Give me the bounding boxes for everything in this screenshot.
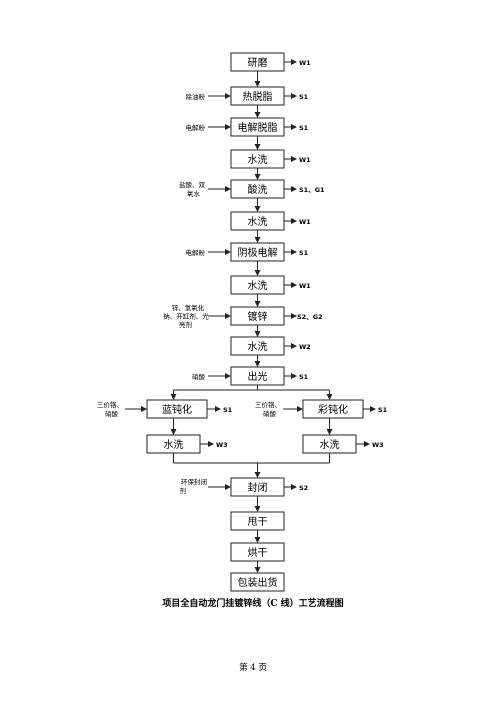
step-label-zinc-plating: 镀锌: [248, 310, 268, 323]
input-label-electrolytic-powder-1: 电解粉: [186, 123, 206, 132]
input-label-plating-line3: 亮剂: [179, 320, 192, 329]
page-number: 第 4 页: [239, 662, 267, 673]
input-label-plating-line2: 钠、开缸剂、光: [163, 312, 209, 321]
step-label-water-wash-1: 水洗: [248, 154, 268, 166]
step-label-packing-shipping: 包装出货: [238, 576, 278, 589]
input-label-blue-chromium-line2: 硝酸: [105, 409, 119, 418]
step-label-grinding: 研磨: [248, 57, 268, 69]
output-code-blue-passivation: S1: [223, 406, 233, 414]
step-label-water-wash-right: 水洗: [320, 439, 340, 451]
output-code-cathodic-electrolysis: S1: [299, 249, 309, 257]
step-label-water-wash-2: 水洗: [248, 216, 268, 228]
output-code-water-wash-2: W1: [299, 218, 311, 226]
output-code-color-passivation: S1: [378, 406, 388, 414]
input-label-color-chromium-line1: 三价铬、: [255, 400, 281, 409]
step-label-cathodic-electrolysis: 阴极电解: [238, 246, 278, 259]
output-code-water-wash-right: W3: [372, 441, 384, 449]
input-label-sealant-line2: 剂: [180, 486, 187, 495]
input-label-acid-line2: 氧水: [187, 189, 201, 198]
step-label-water-wash-3: 水洗: [248, 280, 268, 292]
step-label-sealing: 封闭: [248, 481, 268, 494]
input-label-blue-chromium-line1: 三价铬、: [97, 400, 123, 409]
output-code-sealing: S2: [299, 484, 308, 492]
output-code-grinding: W1: [299, 59, 311, 67]
output-code-electrolytic-degreasing: S1: [299, 124, 309, 132]
output-code-hot-degreasing: S1: [299, 93, 309, 101]
output-arrows: [200, 59, 376, 490]
step-label-water-wash-4: 水洗: [248, 341, 268, 353]
output-code-water-wash-left: W3: [216, 441, 228, 449]
step-label-blue-passivation: 蓝钝化: [162, 403, 192, 416]
step-label-pickling: 酸洗: [248, 183, 268, 196]
step-label-bright-dip: 出光: [248, 370, 268, 383]
input-label-plating-line1: 锌、氢氧化: [172, 303, 205, 312]
step-label-water-wash-left: 水洗: [164, 439, 184, 451]
output-code-water-wash-1: W1: [299, 156, 311, 164]
input-arrows: [125, 93, 303, 490]
input-label-color-chromium-line2: 硝酸: [263, 409, 277, 418]
step-label-hot-degreasing: 热脱脂: [243, 90, 273, 103]
step-label-oven-dry: 烘干: [248, 547, 268, 559]
step-box-packing-shipping: [230, 572, 285, 592]
output-code-bright-dip: S1: [299, 373, 309, 381]
step-label-electrolytic-degreasing: 电解脱脂: [238, 121, 278, 134]
step-label-spin-dry: 甩干: [248, 516, 268, 528]
output-code-water-wash-4: W2: [299, 343, 311, 351]
step-label-color-passivation: 彩钝化: [318, 403, 348, 416]
output-code-zinc-plating: S2、G2: [297, 313, 323, 321]
input-label-sealant-line1: 环保封闭: [181, 477, 207, 486]
input-label-electrolytic-powder-2: 电解粉: [186, 248, 206, 257]
input-label-nitric-acid: 硝酸: [192, 372, 206, 381]
diagram-caption: 项目全自动龙门挂镀锌线（C 线）工艺流程图: [162, 597, 343, 609]
flow-arrows: [170, 71, 333, 573]
input-label-degreasing-powder: 除油粉: [186, 92, 206, 101]
output-code-water-wash-3: W1: [299, 282, 311, 290]
input-label-acid-line1: 盐酸、双: [179, 180, 206, 189]
output-code-pickling: S1、G1: [299, 186, 325, 194]
